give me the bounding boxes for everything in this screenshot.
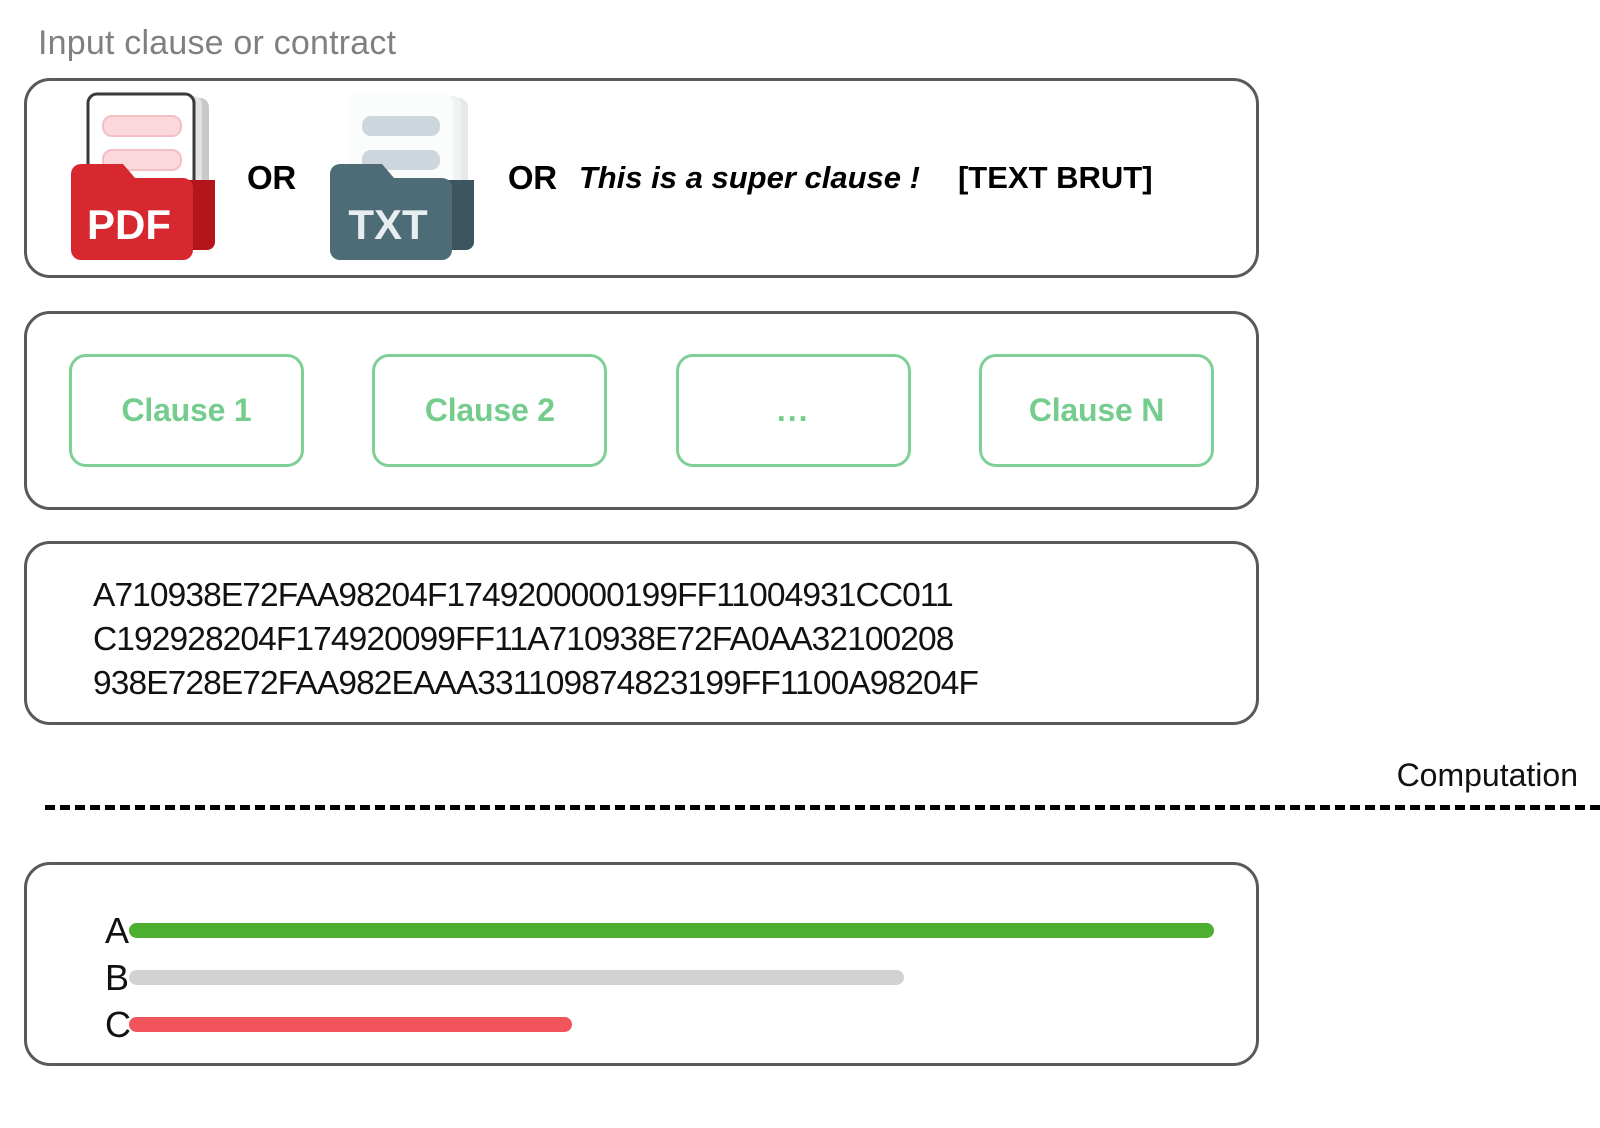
page-title: Input clause or contract — [38, 24, 397, 62]
bar-row: C — [77, 1001, 1236, 1048]
computation-divider — [45, 805, 1600, 810]
txt-icon-label: TXT — [348, 201, 428, 248]
sample-clause-text: This is a super clause ! — [578, 160, 920, 195]
pdf-icon-label: PDF — [87, 201, 171, 248]
clause-box-2[interactable]: Clause 2 — [372, 354, 608, 467]
or-separator-1: OR — [247, 159, 296, 196]
hash-lines: A710938E72FAA98204F1749200000199FF110049… — [93, 574, 1236, 706]
bar-row: B — [77, 954, 1236, 1001]
clause-label: Clause 1 — [121, 392, 252, 428]
clause-label: ... — [776, 392, 810, 428]
bar-track — [129, 970, 1236, 985]
clause-box-n[interactable]: Clause N — [978, 354, 1214, 467]
bar-label-a: A — [105, 909, 130, 951]
input-panel: PDF OR TXT OR This is a super clause ! [… — [24, 78, 1259, 278]
hash-line: 938E728E72FAA982EAAA331109874823199FF110… — [93, 665, 979, 702]
hash-panel: A710938E72FAA98204F1749200000199FF110049… — [24, 541, 1259, 725]
bar-row: A — [77, 907, 1236, 954]
computation-label: Computation — [1396, 757, 1578, 793]
results-panel: A B C — [24, 862, 1259, 1066]
clause-box-1[interactable]: Clause 1 — [69, 354, 304, 467]
clause-panel: Clause 1 Clause 2 ... Clause N — [24, 311, 1259, 510]
input-row: PDF OR TXT OR This is a super clause ! [… — [27, 81, 1256, 275]
clause-label: Clause 2 — [424, 392, 555, 428]
raw-text-badge: [TEXT BRUT] — [957, 160, 1153, 195]
hash-line: C192928204F174920099FF11A710938E72FA0AA3… — [93, 621, 954, 658]
clause-box-ellipsis[interactable]: ... — [675, 354, 911, 467]
hash-line: A710938E72FAA98204F1749200000199FF110049… — [93, 577, 954, 614]
bar-track — [129, 923, 1236, 938]
bar-fill-c — [129, 1017, 572, 1032]
or-separator-2: OR — [507, 159, 557, 196]
bar-fill-b — [129, 970, 904, 985]
bar-label-b: B — [105, 956, 130, 998]
clause-label: Clause N — [1028, 392, 1165, 428]
clause-row: Clause 1 Clause 2 ... Clause N — [27, 314, 1256, 507]
bar-track — [129, 1017, 1236, 1032]
bar-fill-a — [129, 923, 1214, 938]
bar-chart: A B C — [77, 907, 1236, 1048]
pdf-file-icon[interactable]: PDF — [63, 88, 231, 268]
bar-label-c: C — [105, 1003, 131, 1045]
txt-file-icon[interactable]: TXT — [322, 88, 490, 268]
